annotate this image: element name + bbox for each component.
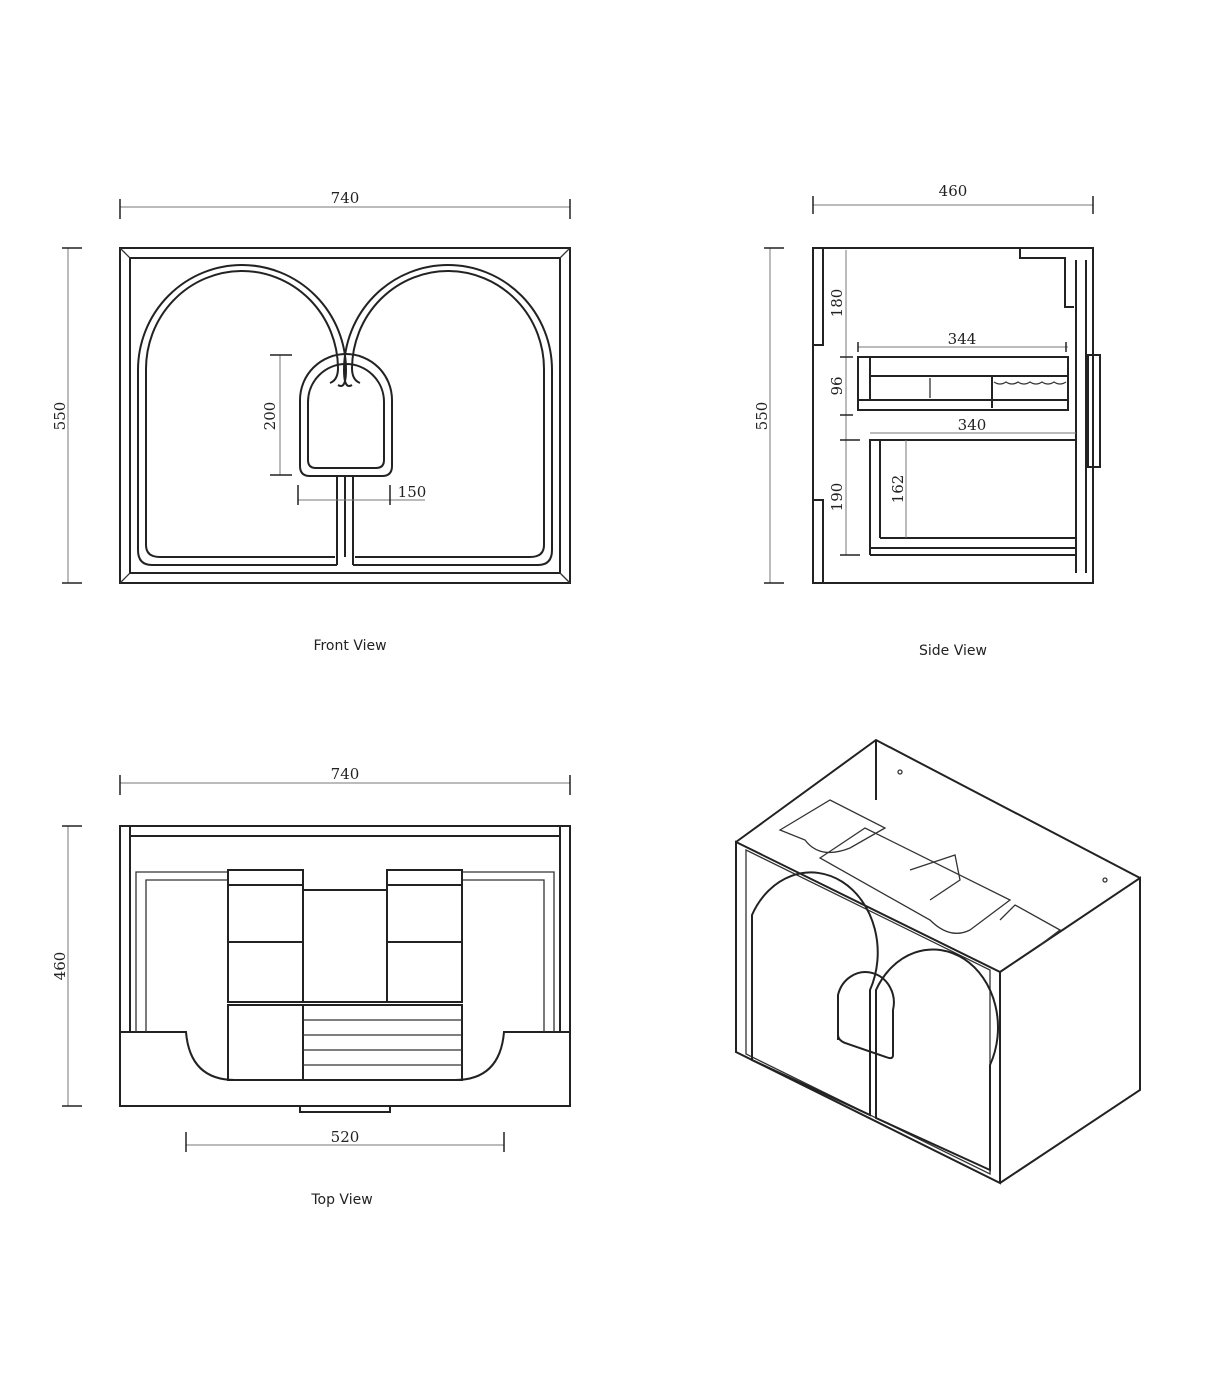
drawer — [857, 356, 1069, 411]
side-handle — [1087, 354, 1101, 468]
side-view: 460 550 180 344 96 340 190 162 Side View — [753, 182, 1101, 659]
front-view-title: Front View — [313, 638, 386, 654]
cabinet-outline — [119, 247, 571, 584]
top-width-label: 740 — [331, 765, 360, 783]
handle-width-label: 150 — [398, 483, 427, 501]
door-handle — [299, 353, 393, 477]
top-depth-label: 460 — [51, 952, 69, 981]
drawer-height-label: 96 — [828, 376, 846, 395]
side-depth-label: 460 — [939, 182, 968, 200]
top-view-title: Top View — [310, 1192, 372, 1208]
top-gap-label: 180 — [828, 289, 846, 318]
basin-cutout — [120, 1031, 570, 1081]
right-door-arch — [342, 264, 553, 566]
lower-inner-height-label: 162 — [889, 475, 907, 504]
iso-door-handle — [837, 971, 895, 1060]
top-view: 740 460 520 Top View — [51, 765, 571, 1208]
handle-height-label: 200 — [261, 402, 279, 431]
left-door-arch — [137, 264, 348, 566]
front-height-label: 550 — [51, 402, 69, 431]
bottom-gap-label: 190 — [828, 483, 846, 512]
side-height-label: 550 — [753, 402, 771, 431]
front-width-label: 740 — [331, 189, 360, 207]
isometric-view — [735, 738, 1141, 1185]
shelf-depth-label: 340 — [958, 416, 987, 434]
front-view: 740 550 200 150 Front View — [51, 189, 571, 654]
drawer-depth-label: 344 — [948, 330, 977, 348]
basin-width-label: 520 — [331, 1128, 360, 1146]
side-view-title: Side View — [919, 643, 987, 659]
